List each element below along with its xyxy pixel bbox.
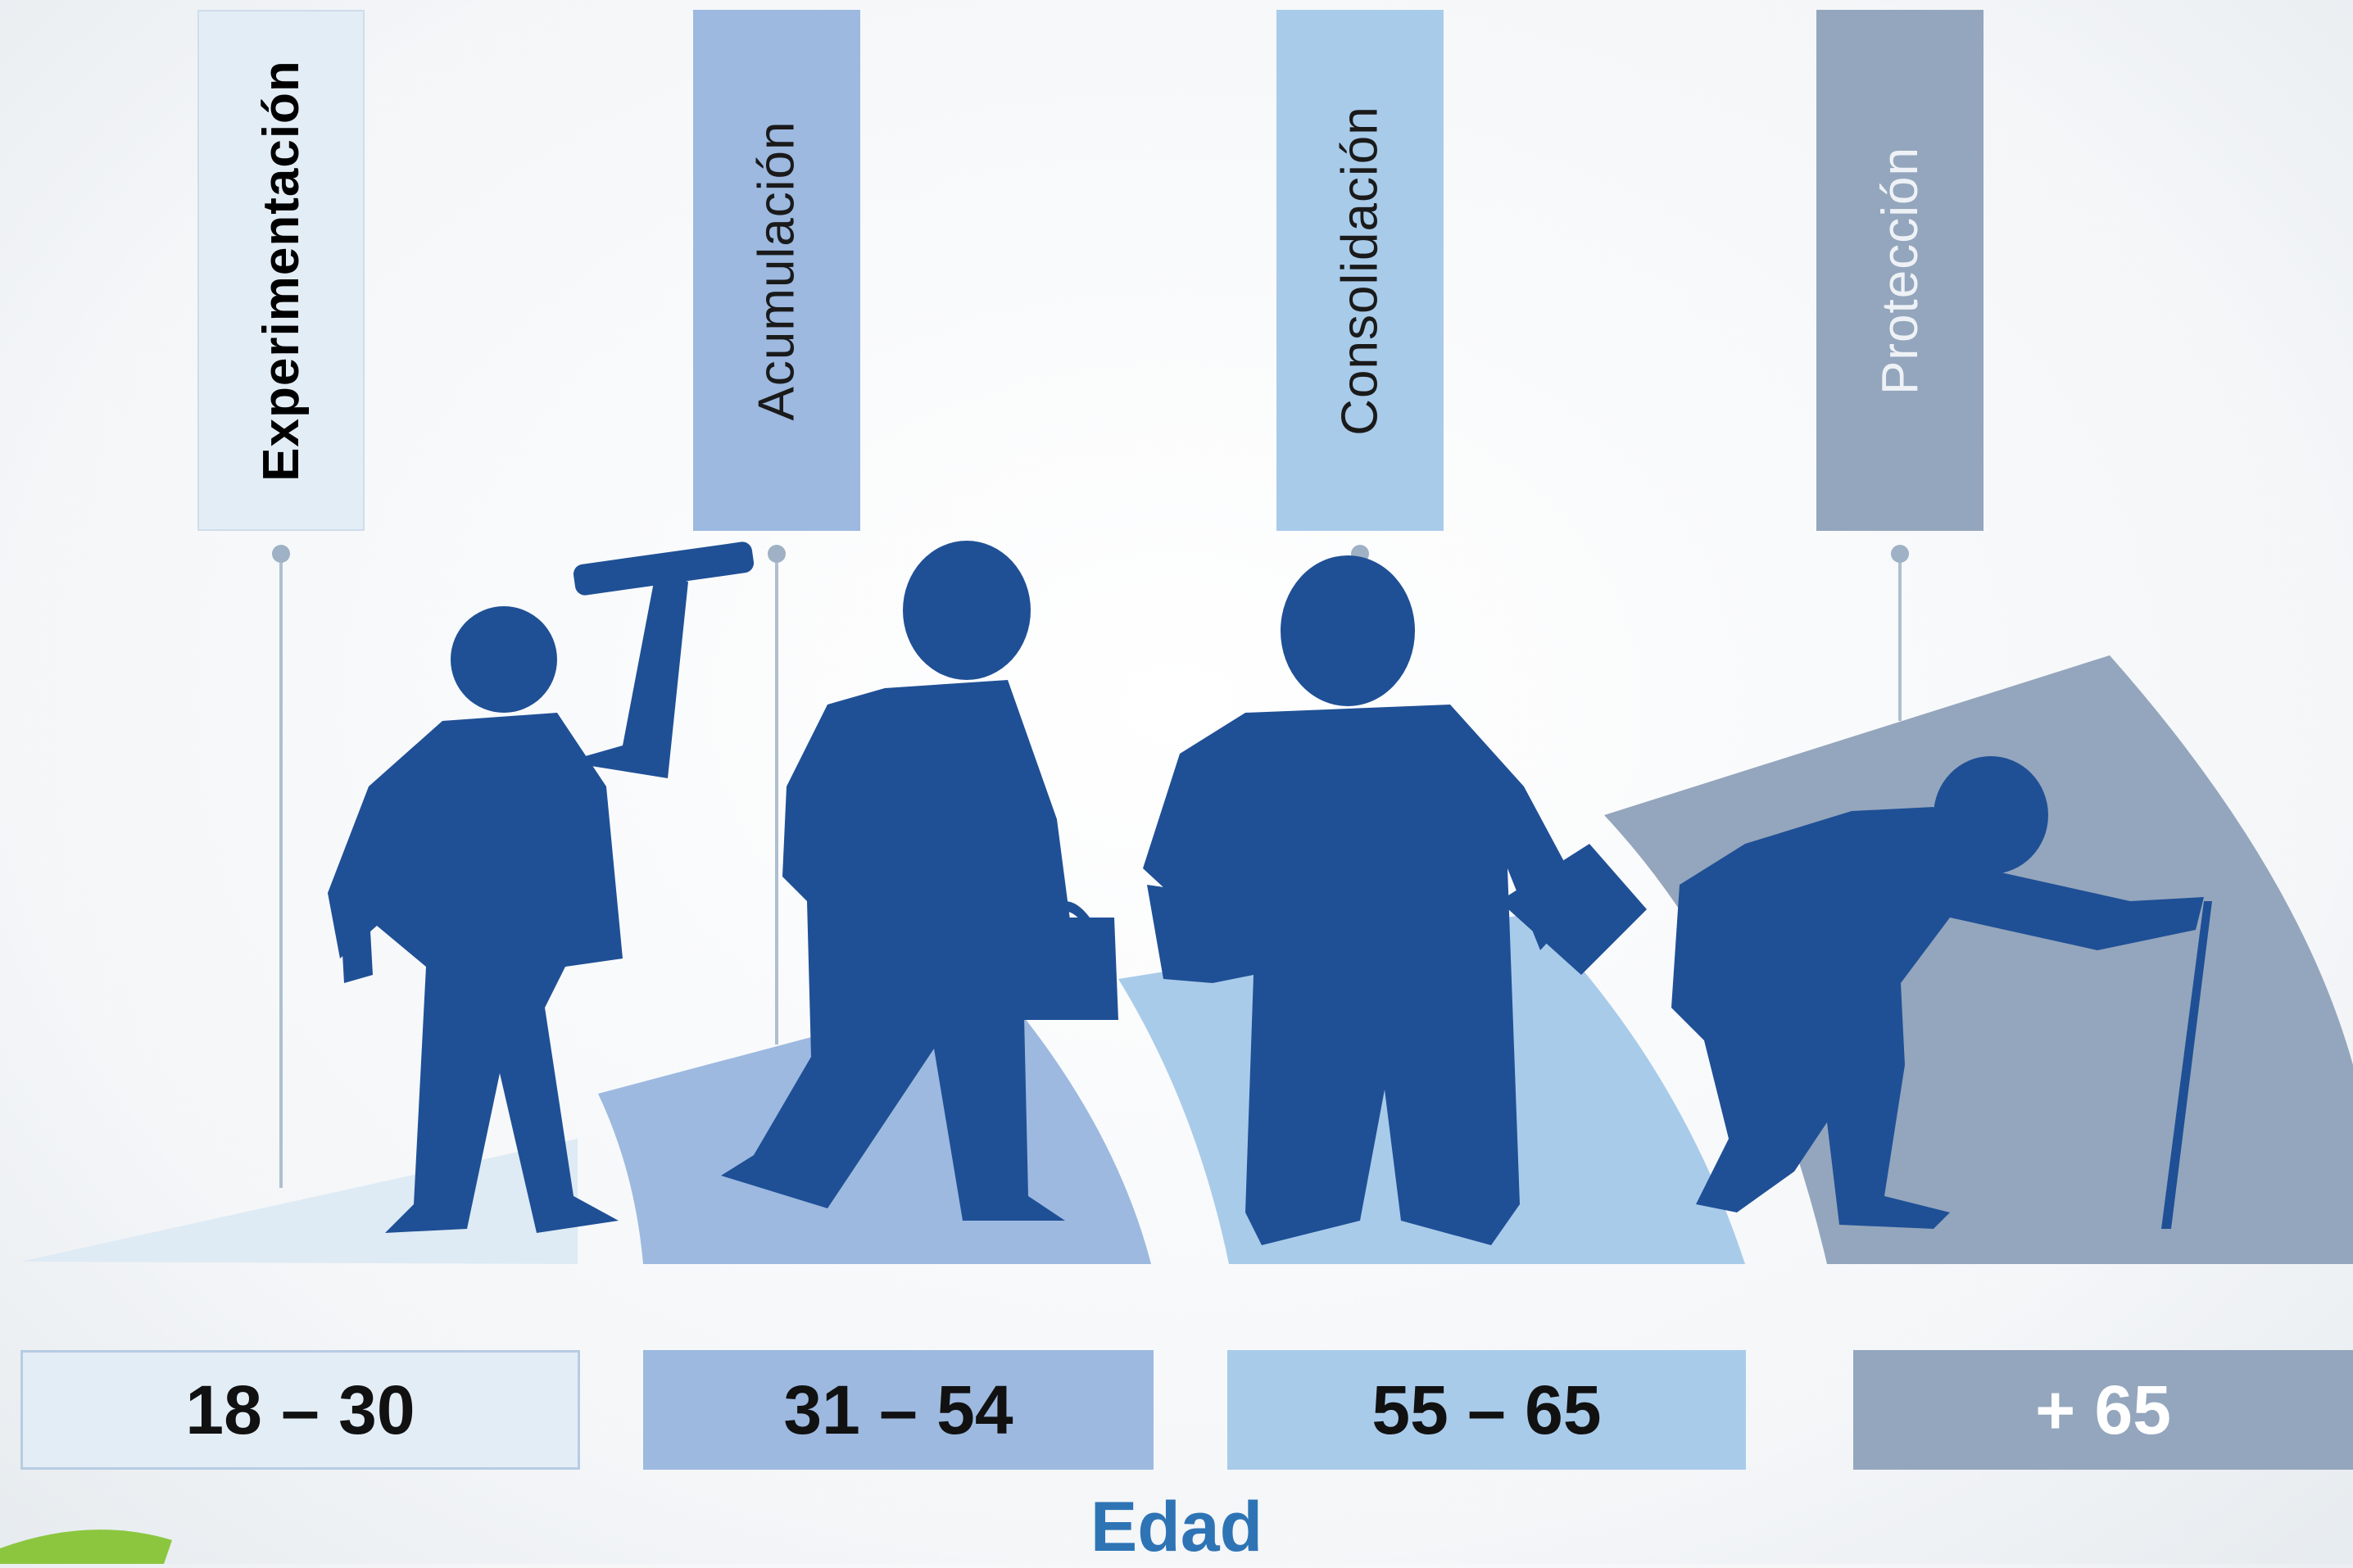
stage-label-proteccion: Protección bbox=[1816, 10, 1984, 531]
stage-ground-experimentacion bbox=[20, 1139, 578, 1264]
axis-title-edad: Edad bbox=[1090, 1488, 1263, 1566]
silhouette-adult-with-briefcase bbox=[721, 541, 1118, 1221]
age-range-65-plus: + 65 bbox=[1853, 1350, 2353, 1470]
stage-label-text: Acumulación bbox=[748, 120, 805, 420]
stage-label-acumulacion: Acumulación bbox=[693, 10, 860, 531]
stage-label-consolidacion: Consolidación bbox=[1276, 10, 1444, 531]
age-range-text: 18 – 30 bbox=[185, 1371, 415, 1448]
age-range-31-54: 31 – 54 bbox=[643, 1350, 1154, 1470]
silhouette-elderly-person-with-cane bbox=[1671, 756, 2212, 1229]
age-range-18-30: 18 – 30 bbox=[20, 1350, 580, 1470]
connector-lines bbox=[279, 554, 1902, 1188]
age-range-text: 31 – 54 bbox=[783, 1371, 1013, 1448]
stage-label-text: Experimentación bbox=[252, 59, 310, 482]
age-range-55-65: 55 – 65 bbox=[1227, 1350, 1746, 1470]
silhouette-young-person bbox=[328, 542, 755, 1233]
stage-label-experimentacion: Experimentación bbox=[197, 10, 365, 531]
stage-label-text: Protección bbox=[1871, 146, 1929, 395]
age-range-text: 55 – 65 bbox=[1371, 1371, 1602, 1448]
stage-label-text: Consolidación bbox=[1331, 105, 1389, 436]
age-range-text: + 65 bbox=[2035, 1371, 2171, 1448]
logo-fragment bbox=[0, 1529, 172, 1564]
connector-dots bbox=[272, 545, 1909, 563]
silhouette-mature-person bbox=[1143, 555, 1647, 1245]
